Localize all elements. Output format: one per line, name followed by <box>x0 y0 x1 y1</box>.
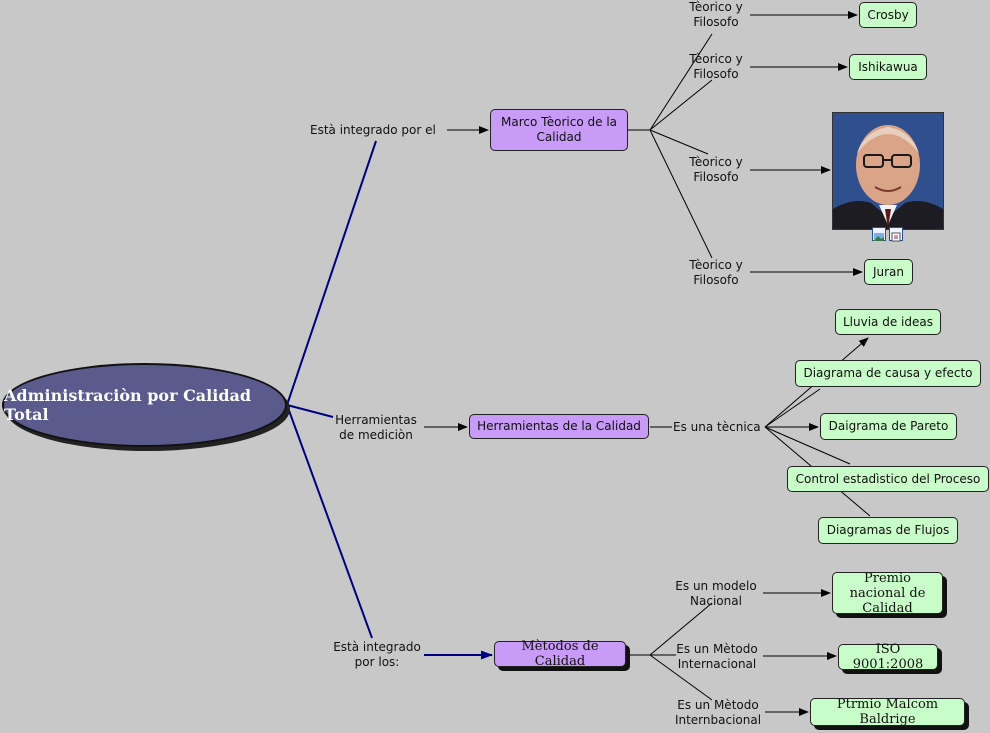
leaf-malcom-baldrige[interactable]: Ptrmio Malcom Baldrige <box>810 697 965 727</box>
concept-metodos[interactable]: Mètodos de Calidad <box>494 639 626 669</box>
root-link-marco <box>286 140 377 406</box>
link-label-internacional: Es un Mètodo Internacional <box>676 642 758 671</box>
leaf-ishikawua[interactable]: Ishikawua <box>849 54 927 80</box>
root-concept[interactable]: Administraciòn por Calidad Total <box>2 363 287 447</box>
link-label-ishikawua: Tèorico y Filosofo <box>689 52 743 81</box>
link-label-internbacional: Es un Mètodo Internbacional <box>674 698 762 727</box>
link-label-metodos: Està integrado por los: <box>333 640 421 669</box>
leaf-juran[interactable]: Juran <box>864 259 913 285</box>
leaf-iso-9001[interactable]: ISO 9001:2008 <box>838 642 938 672</box>
concept-herramientas[interactable]: Herramientas de la Calidad <box>469 414 649 439</box>
leaf-premio-nacional[interactable]: Premio nacional de Calidad <box>832 571 943 616</box>
root-link-metodos <box>286 404 373 639</box>
image-icon[interactable] <box>872 227 886 241</box>
concept-marco-teorico[interactable]: Marco Tèorico de la Calidad <box>490 109 628 151</box>
leaf-crosby[interactable]: Crosby <box>859 2 917 28</box>
link-label-portrait: Tèorico y Filosofo <box>689 155 743 184</box>
leaf-causa-efecto[interactable]: Diagrama de causa y efecto <box>795 360 981 387</box>
link-label-juran: Tèorico y Filosofo <box>689 258 743 287</box>
link-label-crosby: Tèorico y Filosofo <box>689 0 743 29</box>
info-icon[interactable] <box>889 227 903 242</box>
leaf-lluvia-de-ideas[interactable]: Lluvia de ideas <box>835 309 941 335</box>
portrait-drawing <box>833 113 943 229</box>
link-label-herramientas: Herramientas de mediciòn <box>335 413 417 442</box>
leaf-diagramas-flujos[interactable]: Diagramas de Flujos <box>818 517 958 544</box>
portrait-image[interactable] <box>832 112 944 230</box>
link-label-nacional: Es un modelo Nacional <box>675 579 757 608</box>
link-label-tecnica: Es una tècnica <box>673 420 761 434</box>
root-link-herramientas <box>286 404 334 418</box>
leaf-pareto[interactable]: Daigrama de Pareto <box>820 413 957 440</box>
leaf-control-estadistico[interactable]: Control estadìstico del Proceso <box>787 466 989 492</box>
link-label-marco: Està integrado por el <box>310 123 436 137</box>
